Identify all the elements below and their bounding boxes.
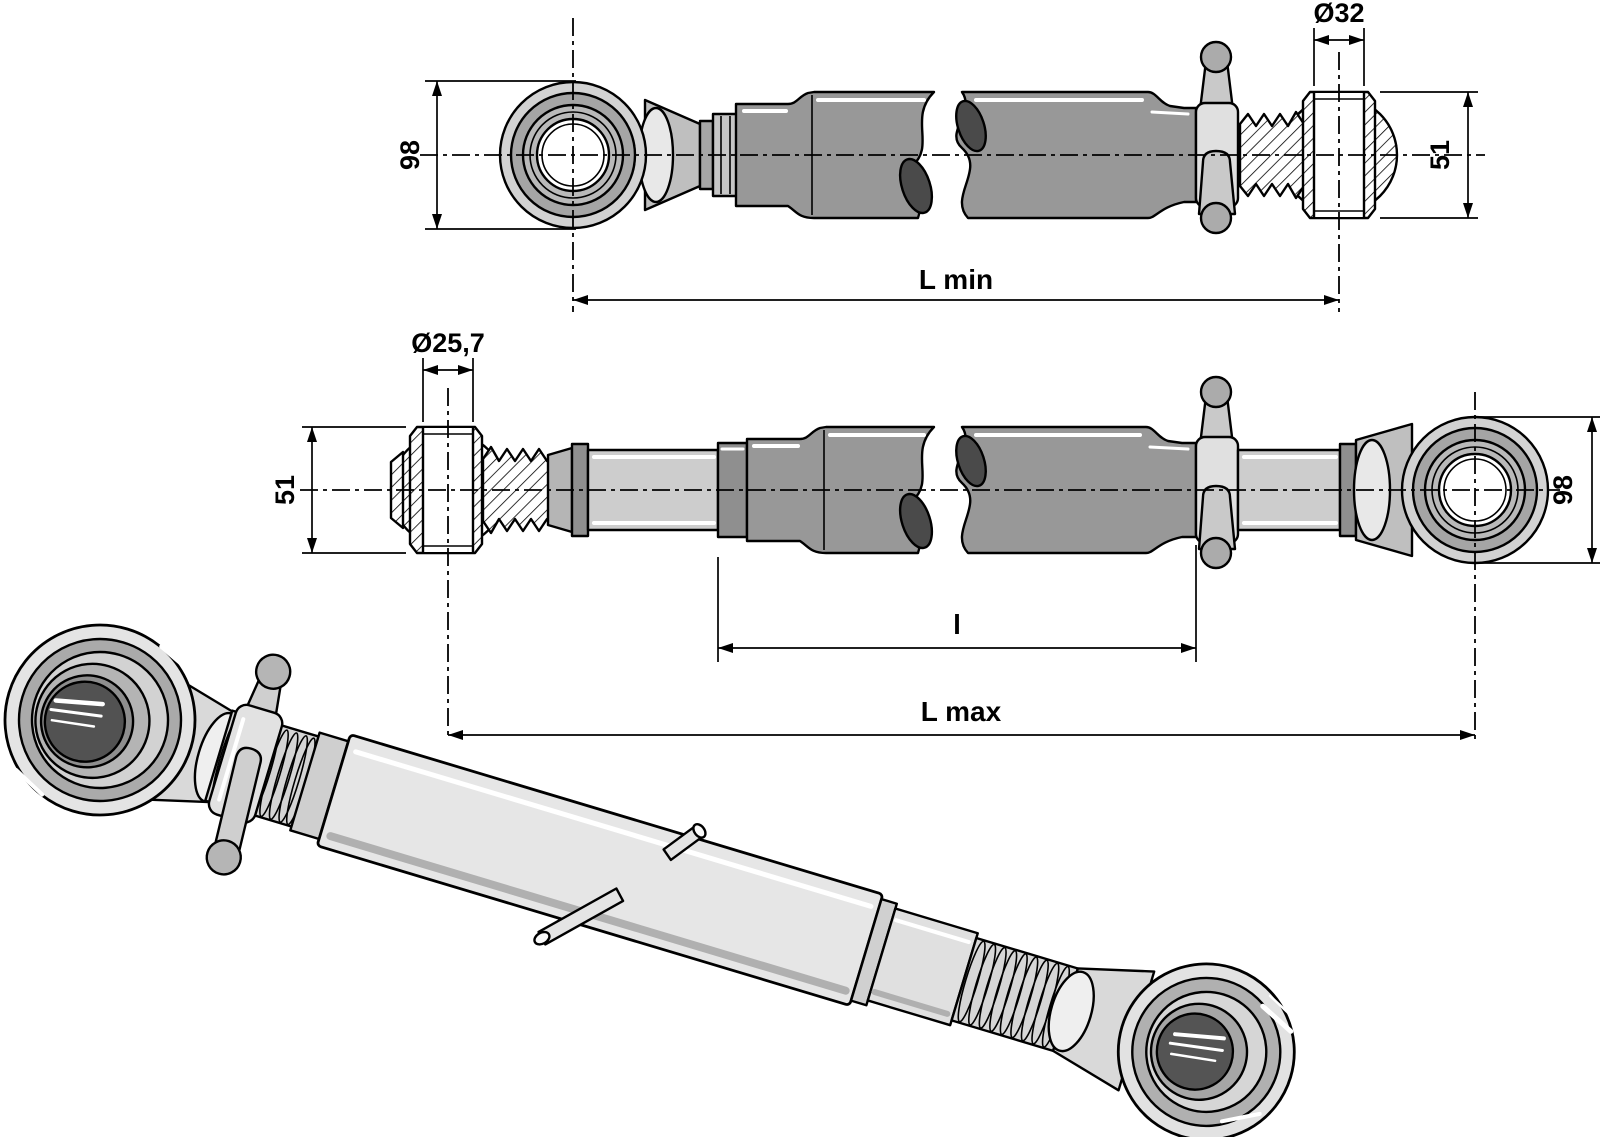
top-view-tube — [734, 90, 1198, 220]
dim-top-bore: Ø32 — [1313, 0, 1365, 86]
dim-label-o32: Ø32 — [1313, 0, 1364, 28]
dim-mid-eye-height: 98 — [1480, 416, 1600, 564]
top-view-cross-handle — [1194, 40, 1240, 235]
dim-label-lmax: L max — [921, 696, 1002, 727]
dim-label-98-top: 98 — [395, 140, 425, 170]
dim-mid-tube-length: l — [717, 545, 1197, 662]
dim-label-98-mid: 98 — [1548, 475, 1578, 505]
dim-label-51-mid: 51 — [270, 475, 300, 505]
dim-label-51-top: 51 — [1425, 140, 1455, 170]
dim-top-bush-height: 51 — [1380, 91, 1478, 219]
render-pins — [533, 823, 707, 946]
dim-top-eye-height: 98 — [395, 80, 576, 230]
dim-mid-bore: Ø25,7 — [411, 328, 485, 422]
render-tube — [289, 731, 979, 1027]
dim-mid-bush-height: 51 — [270, 426, 406, 554]
dim-label-o257: Ø25,7 — [411, 328, 485, 358]
middle-view-cross-handle — [1194, 375, 1240, 570]
render-cross-handle — [205, 653, 292, 876]
dim-top-length: L min — [573, 264, 1339, 305]
top-view: 98 Ø32 51 L min — [395, 0, 1485, 312]
render-right-eye — [1116, 962, 1296, 1137]
dim-label-l: l — [953, 609, 961, 640]
dim-label-lmin: L min — [919, 264, 993, 295]
render-left-eye — [3, 623, 197, 817]
perspective-view — [3, 623, 1296, 1137]
dim-mid-length: L max — [448, 696, 1475, 740]
middle-view: Ø25,7 51 98 l L max — [270, 328, 1600, 740]
